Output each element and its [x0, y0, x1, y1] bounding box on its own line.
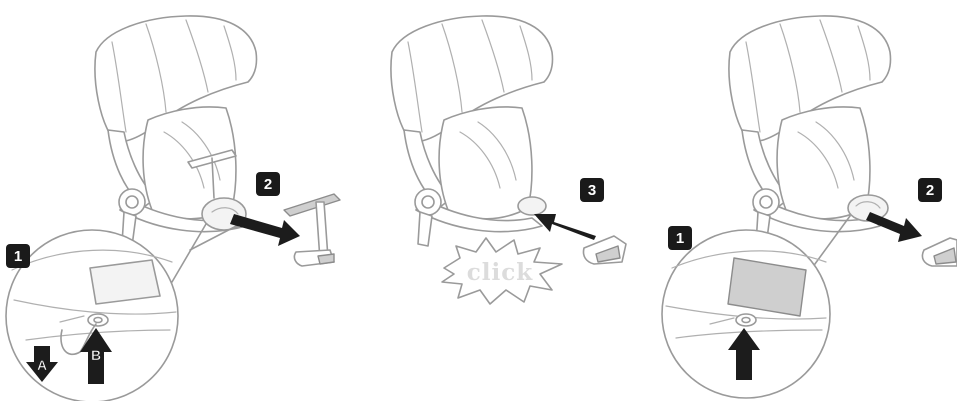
label-b: B — [91, 347, 101, 363]
step-badge-1-label: 1 — [14, 248, 22, 265]
panel-2: click 3 — [391, 16, 626, 304]
arrow-remove-bar — [230, 214, 300, 246]
attachment-point — [518, 197, 546, 215]
panel-3: 1 2 — [662, 16, 957, 398]
click-sound-text: click — [467, 259, 533, 286]
step-badge-1-label: 1 — [676, 230, 684, 247]
label-a: A — [37, 357, 47, 373]
step-badge-3-label: 3 — [588, 182, 596, 199]
step-badge-2-label: 2 — [926, 182, 934, 199]
panel-1: A B 1 2 — [6, 16, 340, 401]
step-badge-2-label: 2 — [264, 176, 272, 193]
bumper-bar-end — [583, 236, 626, 264]
arrow-insert-bar — [534, 214, 596, 240]
bumper-bar-end — [922, 238, 957, 266]
